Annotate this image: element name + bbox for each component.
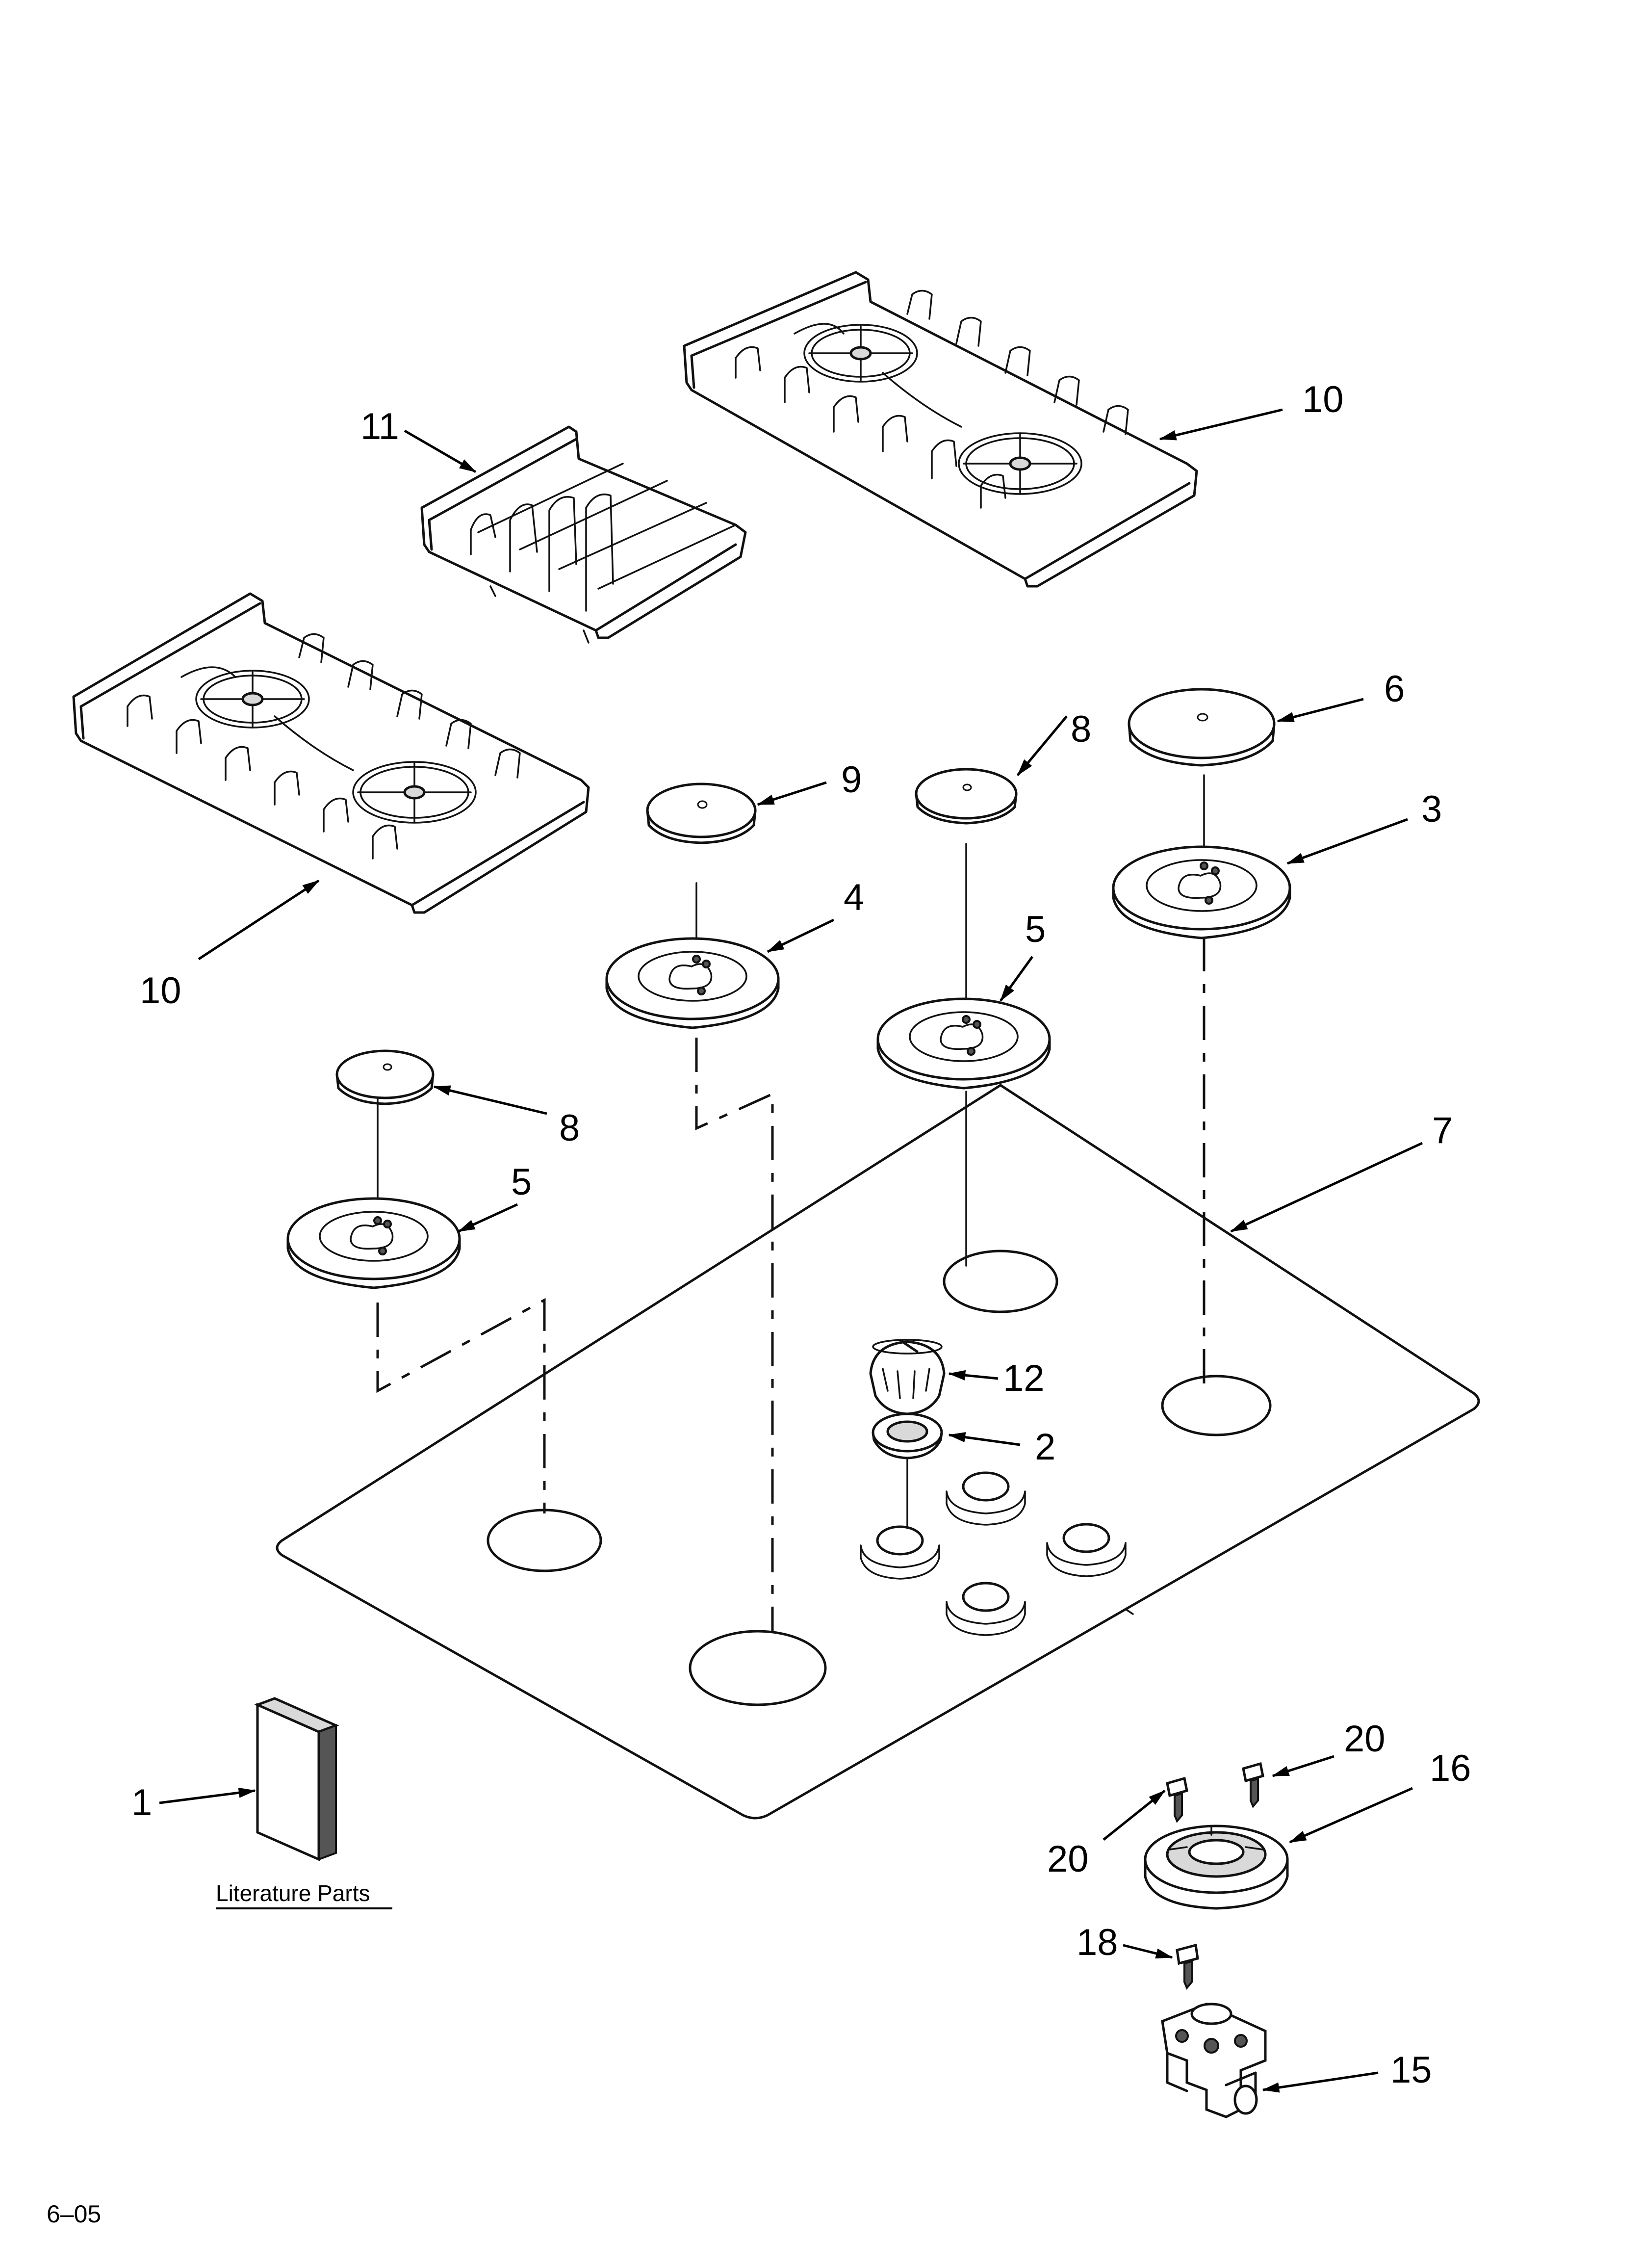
grate-center	[420, 425, 747, 644]
callout-16: 16	[1430, 1747, 1471, 1789]
callout-4: 4	[844, 877, 864, 918]
valve-bracket	[1161, 2003, 1267, 2118]
callout-9: 9	[841, 759, 862, 801]
burner-cap-left-front	[335, 1049, 435, 1105]
burner-hole	[1161, 1375, 1272, 1436]
grate-left	[72, 592, 590, 914]
burner-cap-left-rear	[646, 782, 757, 844]
callout-12: 12	[1003, 1357, 1045, 1399]
screw-left	[1166, 1776, 1188, 1823]
cooktop-surface	[276, 1084, 1480, 1820]
literature-parts-label: Literature Parts	[216, 1880, 370, 1906]
callout-8-left: 8	[559, 1107, 580, 1149]
callout-6: 6	[1384, 668, 1405, 710]
knob-holes	[860, 1471, 1134, 1636]
burner-ring-part	[1144, 1825, 1289, 1910]
literature-booklet	[254, 1697, 339, 1861]
callout-leaders	[159, 408, 1423, 2093]
callout-5-left: 5	[511, 1161, 532, 1203]
burner-cap-right	[1128, 688, 1276, 767]
burner-base-right	[1112, 845, 1291, 939]
callout-3: 3	[1421, 788, 1442, 830]
callout-18: 18	[1077, 1922, 1118, 1963]
callout-15: 15	[1390, 2049, 1432, 2091]
grate-upper-right	[683, 271, 1198, 588]
assembly-lines	[376, 774, 1206, 1631]
callout-2: 2	[1035, 1426, 1055, 1468]
callout-10-top: 10	[1302, 379, 1344, 420]
knob-bezel	[872, 1412, 943, 1460]
screw-right	[1242, 1762, 1264, 1808]
screw-bottom	[1176, 1943, 1199, 1990]
burner-cap-center	[915, 768, 1018, 825]
callout-11: 11	[360, 406, 399, 447]
burner-hole	[943, 1250, 1058, 1313]
burner-base-center	[876, 997, 1051, 1090]
callout-10-left: 10	[140, 970, 181, 1012]
callout-20-right: 20	[1344, 1718, 1385, 1760]
burner-base-left-rear	[605, 937, 780, 1029]
callout-20-left: 20	[1047, 1838, 1089, 1880]
burner-hole	[689, 1630, 827, 1706]
burner-base-left-front	[286, 1197, 461, 1289]
footer-code: 6–05	[47, 2200, 101, 2228]
callout-labels: 11 10 10 6 8 9 3 4 5 8 5 7 12 2 1 20 16 …	[131, 379, 1471, 2091]
callout-5-center: 5	[1025, 909, 1046, 950]
callout-7: 7	[1432, 1110, 1453, 1151]
callout-1: 1	[131, 1782, 152, 1824]
control-knob	[869, 1339, 946, 1415]
burner-hole	[487, 1509, 602, 1572]
callout-8-center: 8	[1071, 708, 1091, 750]
